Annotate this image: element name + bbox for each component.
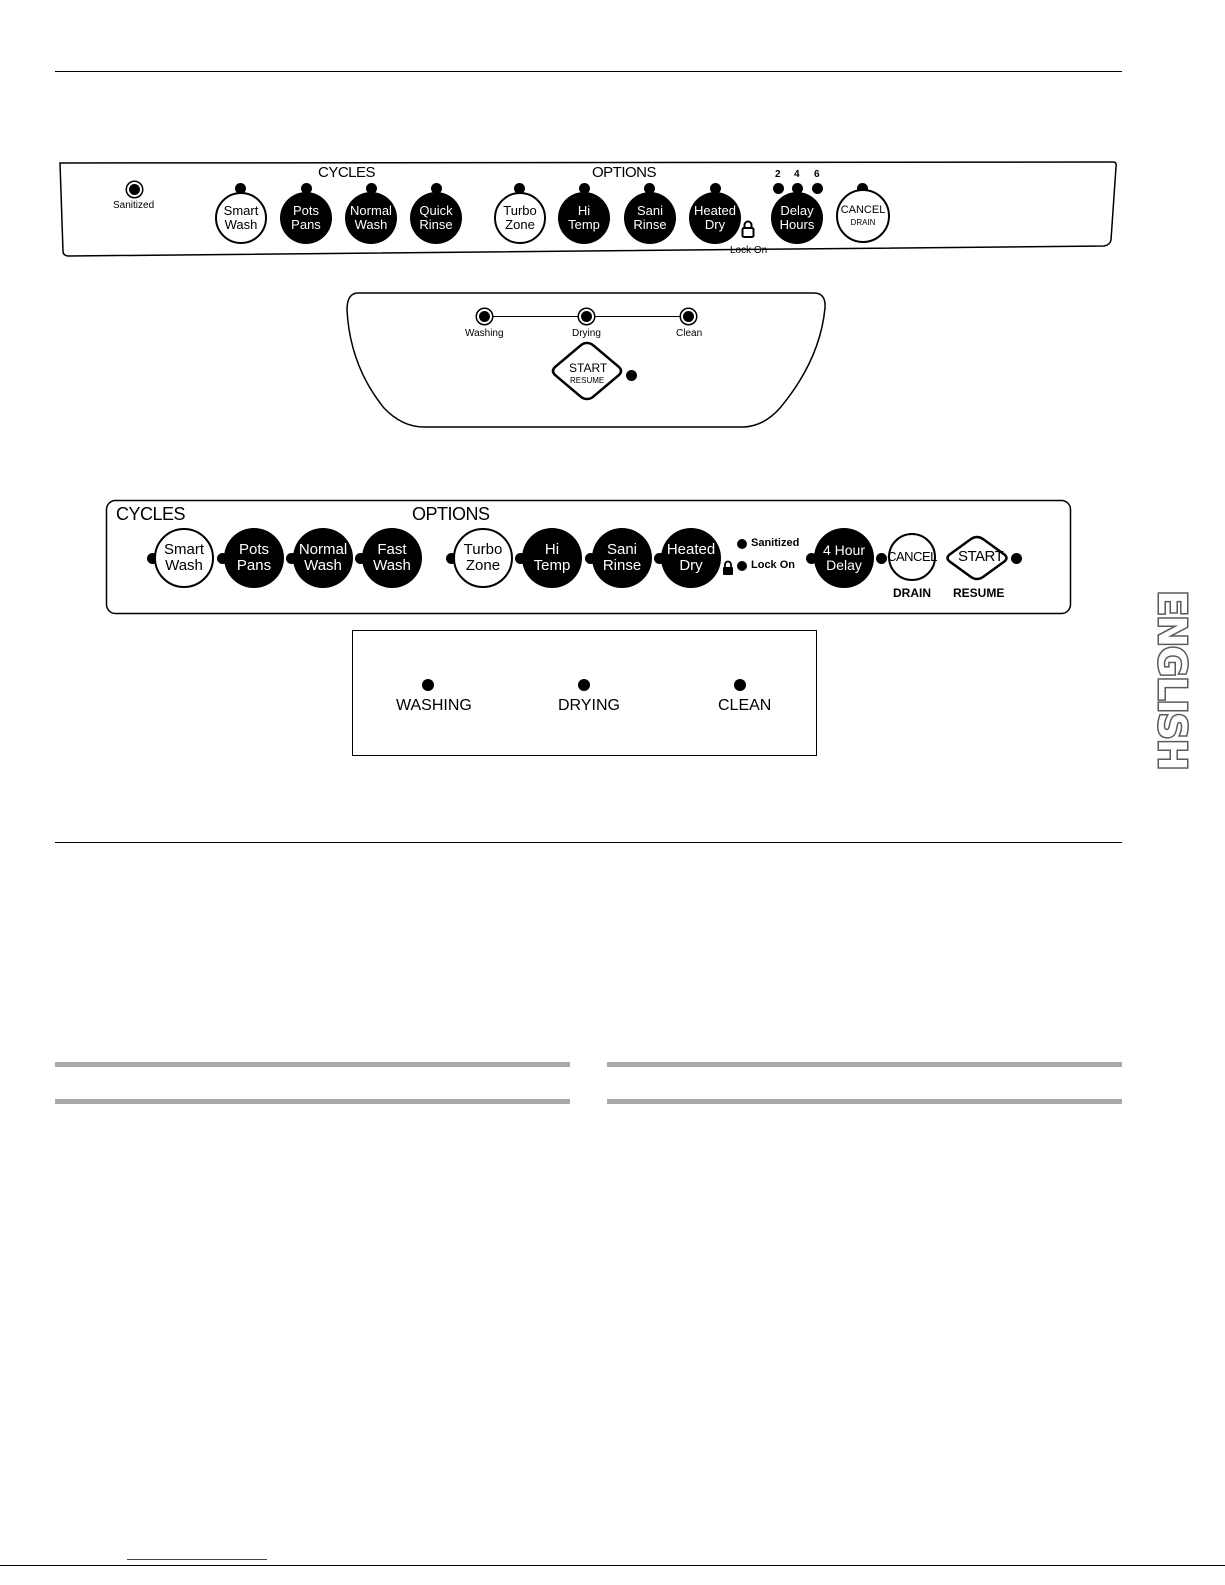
delay-6-led [812,183,823,194]
lock-on-label: Lock On [730,245,768,256]
lock-icon [741,220,755,238]
drying-label: Drying [572,328,601,339]
footer-rule [0,1565,1225,1566]
clean-label-b: CLEAN [718,697,772,714]
options-heading-b: OPTIONS [412,504,490,524]
status-panel-b [352,630,817,756]
start-led [626,370,637,381]
delay-led-b [806,553,817,564]
normal-wash-led [366,183,377,194]
fast-wash-led-b [355,553,366,564]
left-column-rule-top [55,1062,570,1067]
right-column-rule-bottom [607,1099,1122,1104]
heated-dry-led [710,183,721,194]
start-resume-button[interactable]: START RESUME [549,339,625,403]
sanitized-led-b [737,539,747,549]
turbo-zone-led-b [446,553,457,564]
hi-temp-led-b [515,553,526,564]
status-panel-a-outline [346,292,826,428]
washing-led-b [422,679,434,691]
drying-label-b: DRYING [558,697,620,714]
lock-on-led-b [737,561,747,571]
quick-rinse-led [431,183,442,194]
mid-rule [55,842,1122,843]
start-led-b [1011,553,1022,564]
lock-icon-b [723,560,733,575]
right-column-rule-top [607,1062,1122,1067]
options-heading: OPTIONS [592,164,657,181]
start-button-b[interactable]: START [944,534,1010,582]
clean-indicator [683,311,694,322]
sanitized-label-b: Sanitized [751,537,800,549]
clean-led-b [734,679,746,691]
resume-label-b: RESUME [953,586,1005,600]
delay-hour-4: 4 [794,169,800,180]
cycles-heading: CYCLES [318,164,376,181]
drying-indicator [581,311,592,322]
top-rule [55,71,1122,72]
sanitized-label: Sanitized [113,200,155,211]
delay-hour-6: 6 [814,169,820,180]
smart-wash-led [235,183,246,194]
pots-pans-led-b [217,553,228,564]
sanitized-indicator [129,184,140,195]
hi-temp-led [579,183,590,194]
cancel-led-b [876,553,887,564]
delay-hour-2: 2 [775,169,781,180]
smart-wash-led-b [147,553,158,564]
delay-2-led [773,183,784,194]
cancel-button-b[interactable]: CANCEL [887,533,937,581]
washing-label-b: WASHING [396,697,472,714]
sani-rinse-led-b [585,553,596,564]
heated-dry-led-b [654,553,665,564]
turbo-zone-led [514,183,525,194]
control-panel-b-outline [105,499,1072,615]
sani-rinse-led [644,183,655,194]
delay-4-led [792,183,803,194]
pots-pans-led [301,183,312,194]
washing-label: Washing [465,328,504,339]
footer-link-underline[interactable] [127,1559,267,1560]
cycles-heading-b: CYCLES [116,504,186,524]
language-side-tab: ENGLISH [1149,589,1196,771]
lock-on-label-b: Lock On [751,559,796,571]
normal-wash-led-b [286,553,297,564]
drain-label-b: DRAIN [893,586,931,600]
washing-indicator [479,311,490,322]
drying-led-b [578,679,590,691]
left-column-rule-bottom [55,1099,570,1104]
cancel-led [857,183,868,194]
clean-label: Clean [676,328,703,339]
control-panel-a-outline [59,161,1117,257]
